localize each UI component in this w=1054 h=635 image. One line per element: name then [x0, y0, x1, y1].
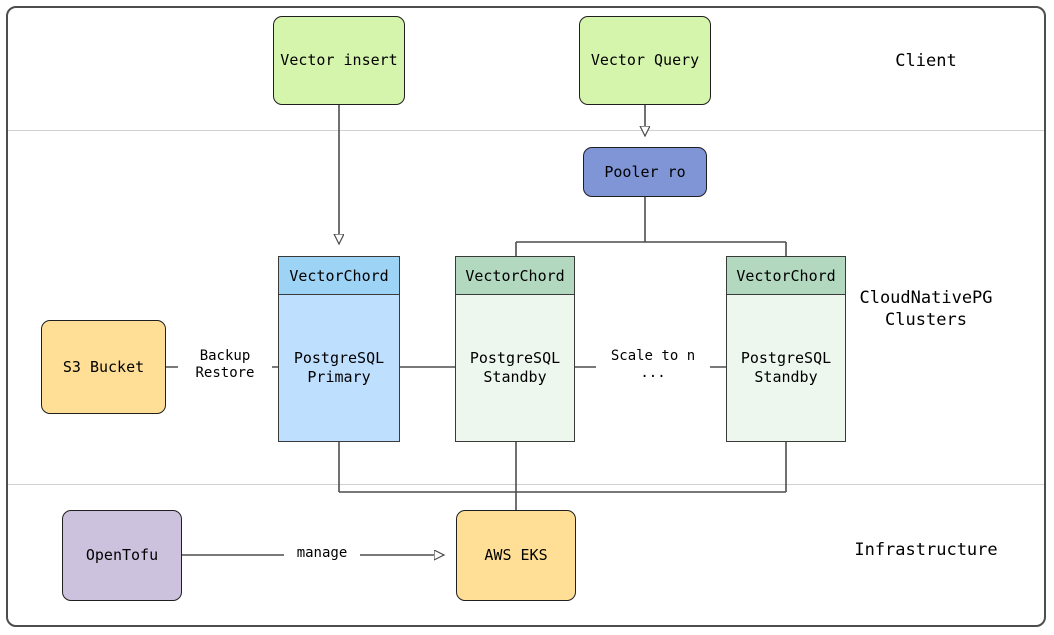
node-aws-eks[interactable]: AWS EKS	[456, 510, 576, 601]
node-vector-query[interactable]: Vector Query	[579, 16, 711, 105]
node-s3-bucket-label: S3 Bucket	[62, 357, 145, 376]
node-postgres-primary-label: PostgreSQL Primary	[279, 295, 399, 441]
node-postgres-standby-1-label: PostgreSQL Standby	[456, 295, 574, 441]
node-opentofu[interactable]: OpenTofu	[62, 510, 182, 601]
lane-label-infrastructure: Infrastructure	[854, 540, 998, 560]
edge-label-backup-restore: Backup Restore	[178, 348, 272, 382]
node-opentofu-label: OpenTofu	[85, 546, 159, 564]
node-vector-insert-label: Vector insert	[280, 51, 398, 69]
node-postgres-standby-n-label: PostgreSQL Standby	[727, 295, 845, 441]
edge-label-scale-to-n: Scale to n ...	[596, 348, 710, 382]
node-pooler-ro[interactable]: Pooler ro	[583, 147, 707, 197]
node-postgres-standby-1-header: VectorChord	[456, 257, 574, 295]
node-postgres-standby-n[interactable]: VectorChord PostgreSQL Standby	[726, 256, 846, 442]
lane-separator-cnpg-infra	[8, 484, 1044, 485]
node-postgres-primary-header: VectorChord	[279, 257, 399, 295]
lane-separator-client-cnpg	[8, 130, 1044, 131]
edge-label-manage: manage	[284, 545, 360, 562]
lane-label-cloudnativepg-clusters: CloudNativePG Clusters	[859, 288, 993, 330]
node-postgres-standby-1[interactable]: VectorChord PostgreSQL Standby	[455, 256, 575, 442]
node-vector-query-label: Vector Query	[590, 51, 700, 69]
node-aws-eks-label: AWS EKS	[484, 546, 548, 564]
node-postgres-standby-n-header: VectorChord	[727, 257, 845, 295]
node-vector-insert[interactable]: Vector insert	[273, 16, 405, 105]
node-postgres-primary[interactable]: VectorChord PostgreSQL Primary	[278, 256, 400, 442]
lane-label-client: Client	[895, 51, 957, 71]
node-s3-bucket[interactable]: S3 Bucket	[41, 320, 166, 414]
node-pooler-ro-label: Pooler ro	[604, 162, 686, 181]
